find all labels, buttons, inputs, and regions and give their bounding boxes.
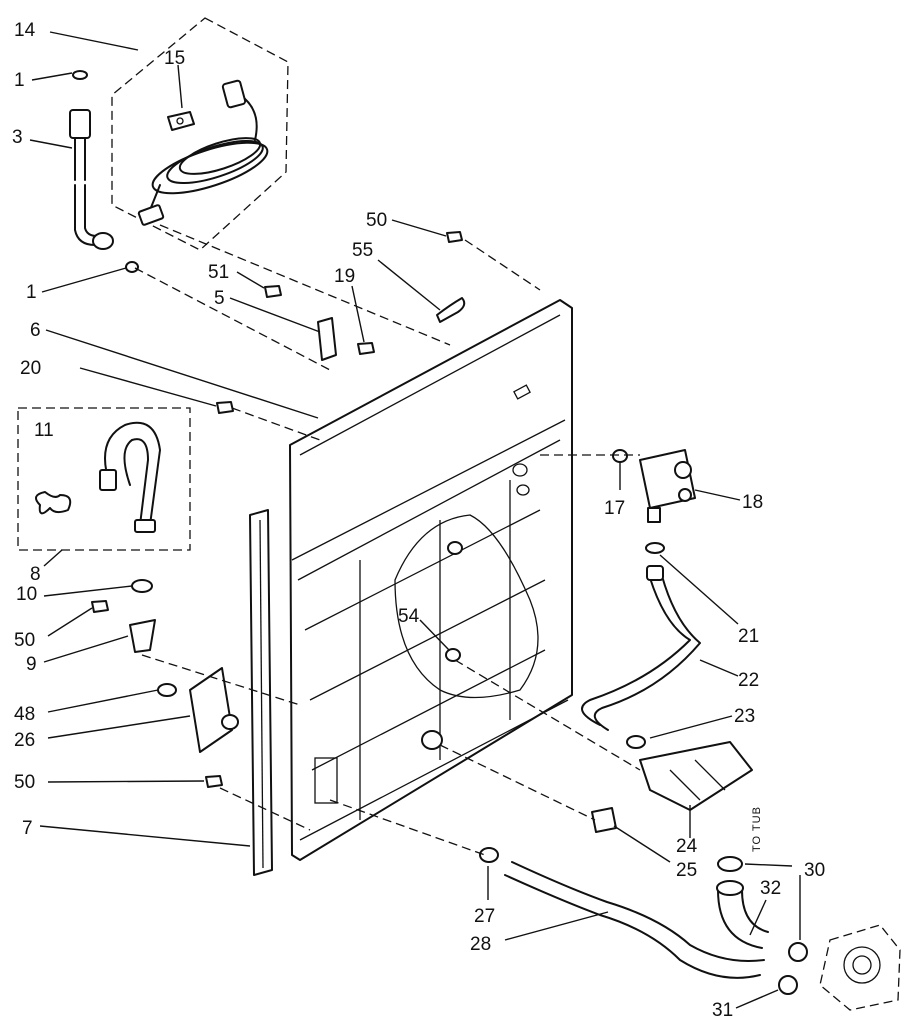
callout-8: 8 xyxy=(30,564,41,585)
callout-1-top: 1 xyxy=(14,70,25,91)
clip-11-part xyxy=(35,491,72,515)
clip-55 xyxy=(436,297,466,323)
callout-23: 23 xyxy=(734,706,755,727)
callout-14: 14 xyxy=(14,20,36,41)
callout-54: 54 xyxy=(398,606,420,627)
callout-32: 32 xyxy=(760,878,781,899)
callout-1-lower: 1 xyxy=(26,282,37,303)
callout-30: 30 xyxy=(804,860,825,881)
callout-10: 10 xyxy=(16,584,37,605)
callout-24: 24 xyxy=(676,836,698,857)
clamp-27-part xyxy=(479,847,499,863)
callout-51: 51 xyxy=(208,262,229,283)
pump-26-part xyxy=(189,667,239,753)
leader-lines xyxy=(29,31,801,1009)
callout-50-left: 50 xyxy=(14,630,35,651)
callout-5: 5 xyxy=(214,288,225,309)
callout-50-top: 50 xyxy=(366,210,387,231)
rear-panel-part xyxy=(289,299,573,861)
fill-hose-22-part xyxy=(581,565,701,731)
clamp-30-bottom xyxy=(788,942,808,962)
drain-hose-28-part xyxy=(504,861,765,979)
callout-27: 27 xyxy=(474,906,495,927)
callout-3: 3 xyxy=(12,127,23,148)
callouts: 14 1 3 15 1 50 55 51 19 5 6 20 11 17 18 … xyxy=(12,20,825,1021)
clamp-23-part xyxy=(626,735,646,749)
alignment-lines xyxy=(134,224,641,856)
callout-55: 55 xyxy=(352,240,373,261)
screw-50-top xyxy=(446,231,463,243)
screw-50-left xyxy=(91,600,109,613)
callout-19: 19 xyxy=(334,266,355,287)
part-25 xyxy=(591,807,617,833)
pump-24-part xyxy=(639,741,753,811)
cord-clip-part xyxy=(167,111,195,131)
screw-20 xyxy=(216,401,234,414)
callout-15: 15 xyxy=(164,48,185,69)
screw-51 xyxy=(264,285,282,298)
callout-31: 31 xyxy=(712,1000,733,1021)
clamp-10-part xyxy=(131,579,153,593)
callout-50-bottom: 50 xyxy=(14,772,35,793)
drain-hose-part xyxy=(99,421,161,533)
callout-11: 11 xyxy=(34,420,54,441)
clamp-30-top xyxy=(717,856,743,872)
screw-50-bottom xyxy=(205,775,223,788)
callout-7: 7 xyxy=(22,818,33,839)
callout-26: 26 xyxy=(14,730,35,751)
power-cord-part xyxy=(137,79,269,226)
callout-21: 21 xyxy=(738,626,759,647)
callout-25: 25 xyxy=(676,860,697,881)
clamp-21-part xyxy=(645,542,665,554)
clamp-31-part xyxy=(778,975,798,995)
callout-20: 20 xyxy=(20,358,41,379)
callout-22: 22 xyxy=(738,670,759,691)
callout-48: 48 xyxy=(14,704,35,725)
coupling-9-part xyxy=(129,619,156,653)
screw-19 xyxy=(357,342,375,355)
gasket-48-part xyxy=(157,683,177,697)
hose-32-part xyxy=(716,880,769,949)
inlet-hose-part xyxy=(69,70,139,273)
callout-6: 6 xyxy=(30,320,41,341)
water-valve-part xyxy=(612,449,696,523)
side-trim-part xyxy=(249,509,273,876)
callout-28: 28 xyxy=(470,934,491,955)
callout-17: 17 xyxy=(604,498,625,519)
drain-hose-kit-outline xyxy=(17,407,191,551)
to-tub-label: TO TUB xyxy=(751,806,763,852)
callout-9: 9 xyxy=(26,654,37,675)
tub-outlet-part xyxy=(819,924,901,1011)
bracket-5 xyxy=(317,317,337,361)
callout-18: 18 xyxy=(742,492,763,513)
